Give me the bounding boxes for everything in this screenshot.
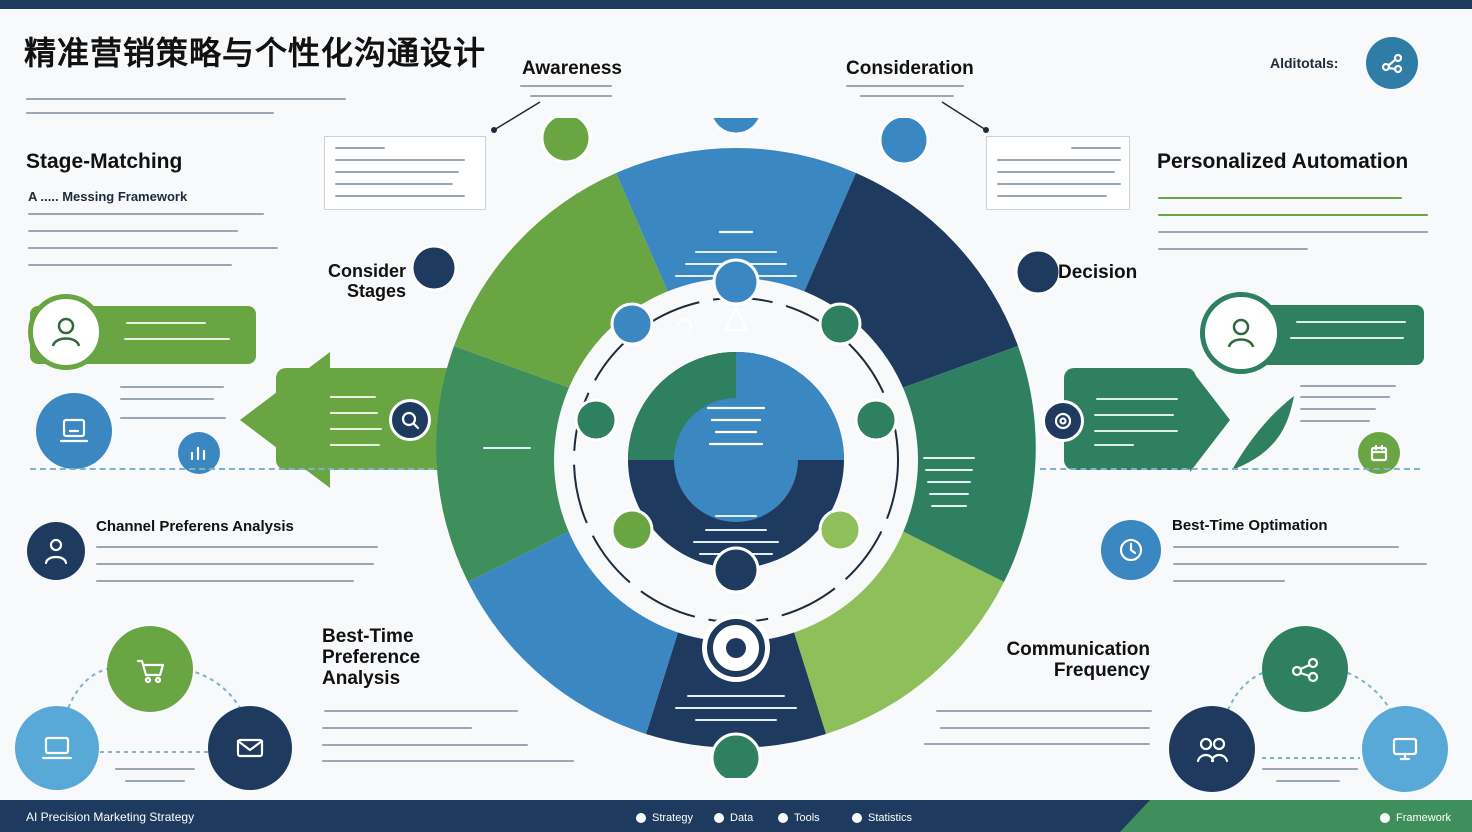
footer-item-data[interactable]: Data: [714, 812, 753, 824]
marketing-wheel: [410, 118, 1062, 778]
consideration-label: Consideration: [846, 58, 974, 79]
tools-icon: [778, 813, 788, 823]
right-arrow: [1190, 368, 1230, 472]
text-line: [1173, 563, 1427, 565]
subtitle-line: [26, 98, 346, 100]
footer-item-statistics[interactable]: Statistics: [852, 812, 912, 824]
team-icon: [1169, 706, 1255, 792]
text-line: [1173, 546, 1399, 548]
text-line: [1300, 396, 1390, 398]
text-line: [120, 417, 226, 419]
text-line: [924, 743, 1150, 745]
footer-title: AI Precision Marketing Strategy: [26, 810, 195, 824]
text-line: [1158, 248, 1308, 250]
consideration-pointer: [941, 101, 989, 133]
leaf-icon: [1232, 396, 1294, 470]
monitor-icon: [1362, 706, 1448, 792]
footer-item-strategy[interactable]: Strategy: [636, 812, 693, 824]
network-icon: [1262, 626, 1348, 712]
text-line: [28, 264, 232, 266]
page-title: 精准营销策略与个性化沟通设计: [24, 35, 487, 71]
text-line: [322, 727, 472, 729]
text-line: [96, 563, 374, 565]
calendar-icon: [1358, 432, 1400, 474]
statistics-icon: [852, 813, 862, 823]
text-line: [28, 230, 238, 232]
text-line: [936, 710, 1152, 712]
text-line: [120, 398, 214, 400]
footer-item-tools[interactable]: Tools: [778, 812, 820, 824]
stage-matching-heading: Stage-Matching: [26, 150, 183, 173]
framework-icon: [1380, 813, 1390, 823]
text-line: [1300, 408, 1376, 410]
text-line: [1158, 197, 1402, 199]
communication-frequency-label: Communication Frequency: [1006, 639, 1150, 681]
text-line: [940, 727, 1150, 729]
footer-right[interactable]: Framework: [1380, 812, 1451, 824]
divider: [30, 468, 434, 470]
data-icon: [714, 813, 724, 823]
share-icon[interactable]: [1366, 37, 1418, 89]
decision-label: Decision: [1058, 262, 1138, 283]
clock-icon: [1101, 520, 1161, 580]
personalized-automation-heading: Personalized Automation: [1157, 150, 1409, 173]
text-line: [1158, 214, 1428, 216]
text-line: [520, 85, 612, 87]
footer-bar: [0, 800, 1472, 832]
text-line: [322, 760, 574, 762]
awareness-pointer: [491, 101, 541, 133]
agent-icon: [1200, 292, 1282, 374]
text-line: [1300, 385, 1396, 387]
text-line: [28, 247, 278, 249]
channel-heading: Channel Preferens Analysis: [96, 518, 294, 535]
text-line: [860, 95, 954, 97]
laptop-icon: [15, 706, 99, 790]
strategy-icon: [636, 813, 646, 823]
text-line: [846, 85, 964, 87]
top-bar: [0, 0, 1472, 9]
people-icon: [27, 522, 85, 580]
device-icon: [36, 393, 112, 469]
text-line: [125, 780, 185, 782]
top-right-label: Alditotals:: [1270, 55, 1339, 71]
text-line: [1276, 780, 1340, 782]
best-time-heading: Best-Time Optimation: [1172, 517, 1328, 534]
text-line: [96, 546, 378, 548]
text-line: [96, 580, 354, 582]
awareness-label: Awareness: [522, 58, 622, 79]
automation-card: [1064, 368, 1196, 470]
text-line: [1158, 231, 1428, 233]
text-line: [1262, 768, 1358, 770]
text-line: [28, 213, 264, 215]
text-line: [1300, 420, 1370, 422]
best-time-analysis-label: Best-Time Preference Analysis: [322, 626, 421, 689]
text-line: [115, 768, 195, 770]
text-line: [120, 386, 224, 388]
text-line: [530, 95, 612, 97]
divider: [1040, 468, 1420, 470]
text-line: [324, 710, 518, 712]
note-box-left: [324, 136, 486, 210]
text-line: [1173, 580, 1285, 582]
mail-icon: [208, 706, 292, 790]
left-arrow: [240, 352, 330, 488]
framework-heading: A ..... Messing Framework: [28, 189, 188, 204]
chart-icon: [178, 432, 220, 474]
search-icon[interactable]: [389, 399, 431, 441]
note-box-right: [986, 136, 1130, 210]
user-profile-icon: [28, 294, 104, 370]
target-icon[interactable]: [1042, 400, 1084, 442]
text-line: [322, 744, 528, 746]
consider-stages-label: Consider Stages: [327, 261, 406, 301]
cart-icon: [107, 626, 193, 712]
subtitle-line: [26, 112, 274, 114]
